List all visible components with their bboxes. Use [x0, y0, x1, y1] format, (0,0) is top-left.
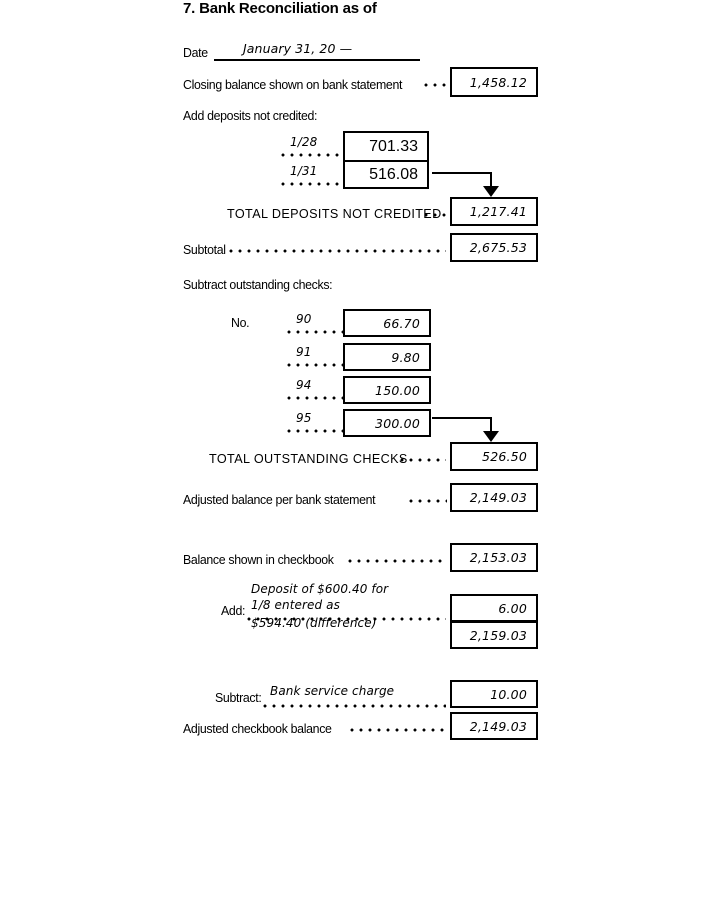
dot-leader [281, 146, 339, 159]
total-deposits-box[interactable]: 1,217.41 [450, 197, 538, 226]
subtotal-box[interactable]: 2,675.53 [450, 233, 538, 262]
dot-leader [287, 422, 343, 435]
deposit-amount-1: 516.08 [369, 165, 418, 183]
subtotal-value: 2,675.53 [469, 240, 527, 255]
closing-balance-value: 1,458.12 [469, 74, 527, 90]
dot-leader [350, 721, 446, 734]
checkbook-balance-box[interactable]: 2,153.03 [450, 543, 538, 572]
dot-leader [409, 492, 447, 505]
check-amount-box-2[interactable]: 150.00 [343, 376, 431, 404]
subtract-note[interactable]: Bank service charge [270, 684, 395, 698]
subtract-value: 10.00 [490, 686, 527, 702]
date-value[interactable]: January 31, 20 — [243, 41, 353, 56]
dot-leader [348, 552, 446, 565]
check-amount-box-1[interactable]: 9.80 [343, 343, 431, 371]
dot-leader [229, 242, 446, 255]
add-value: 6.00 [498, 600, 527, 616]
connector-line-horizontal [432, 417, 492, 419]
subtract-label: Subtract: [215, 690, 262, 705]
closing-balance-box[interactable]: 1,458.12 [450, 67, 538, 97]
subtotal-label: Subtotal [183, 242, 226, 257]
checkbook-balance-value: 2,153.03 [469, 550, 527, 565]
deposit-amount-box-0[interactable]: 701.33 [345, 133, 427, 160]
adjusted-checkbook-value: 2,149.03 [469, 718, 527, 734]
add-value-box[interactable]: 6.00 [450, 594, 538, 622]
dot-leader [400, 451, 446, 464]
total-deposits-value: 1,217.41 [469, 204, 527, 219]
adjusted-bank-label: Adjusted balance per bank statement [183, 492, 376, 507]
add-running-total: 2,159.03 [469, 627, 527, 643]
adjusted-bank-box[interactable]: 2,149.03 [450, 483, 538, 512]
check-number-2[interactable]: 94 [296, 378, 312, 392]
subtract-value-box[interactable]: 10.00 [450, 680, 538, 708]
check-number-0[interactable]: 90 [296, 312, 312, 326]
closing-balance-label: Closing balance shown on bank statement [183, 77, 403, 92]
checkbook-balance-label: Balance shown in checkbook [183, 552, 334, 567]
dot-leader [287, 323, 343, 336]
total-checks-box[interactable]: 526.50 [450, 442, 538, 471]
connector-line-vertical [490, 417, 492, 433]
total-checks-value: 526.50 [482, 449, 527, 464]
dot-leader [424, 76, 446, 89]
dot-leader [287, 389, 343, 402]
dot-leader [287, 356, 343, 369]
date-label: Date [183, 45, 208, 60]
deposits-header: Add deposits not credited: [183, 108, 318, 123]
checks-no-label: No. [231, 315, 250, 330]
deposit-date-1[interactable]: 1/31 [290, 164, 318, 178]
check-amount-1: 9.80 [391, 349, 420, 365]
dot-leader [281, 175, 339, 188]
add-note-line1[interactable]: Deposit of $600.40 for [251, 582, 389, 596]
total-checks-label: TOTAL OUTSTANDING CHECKS [209, 451, 408, 466]
check-amount-0: 66.70 [383, 315, 420, 331]
check-number-1[interactable]: 91 [296, 345, 312, 359]
deposits-box-group: 701.33 516.08 [343, 131, 429, 189]
page-title: 7. Bank Reconciliation as of [183, 0, 377, 17]
dot-leader [263, 697, 446, 710]
deposit-amount-box-1[interactable]: 516.08 [345, 160, 427, 187]
adjusted-checkbook-box[interactable]: 2,149.03 [450, 712, 538, 740]
adjusted-bank-value: 2,149.03 [469, 490, 527, 505]
add-running-total-box[interactable]: 2,159.03 [450, 621, 538, 649]
check-amount-2: 150.00 [375, 382, 420, 398]
check-amount-box-3[interactable]: 300.00 [343, 409, 431, 437]
deposit-date-0[interactable]: 1/28 [290, 135, 318, 149]
check-amount-3: 300.00 [375, 415, 420, 431]
deposit-amount-0: 701.33 [369, 137, 418, 155]
connector-arrowhead-icon [483, 186, 499, 197]
check-amount-box-0[interactable]: 66.70 [343, 309, 431, 337]
connector-line-vertical [490, 172, 492, 188]
total-deposits-label: TOTAL DEPOSITS NOT CREDITED [227, 206, 442, 221]
dot-leader [247, 610, 446, 623]
dot-leader [424, 206, 446, 219]
checks-header: Subtract outstanding checks: [183, 277, 333, 292]
add-label: Add: [221, 603, 246, 618]
check-number-3[interactable]: 95 [296, 411, 312, 425]
connector-line-horizontal [432, 172, 492, 174]
date-underline [214, 59, 420, 61]
add-note-line2[interactable]: 1/8 entered as [251, 598, 340, 612]
adjusted-checkbook-label: Adjusted checkbook balance [183, 721, 332, 736]
connector-arrowhead-icon [483, 431, 499, 442]
